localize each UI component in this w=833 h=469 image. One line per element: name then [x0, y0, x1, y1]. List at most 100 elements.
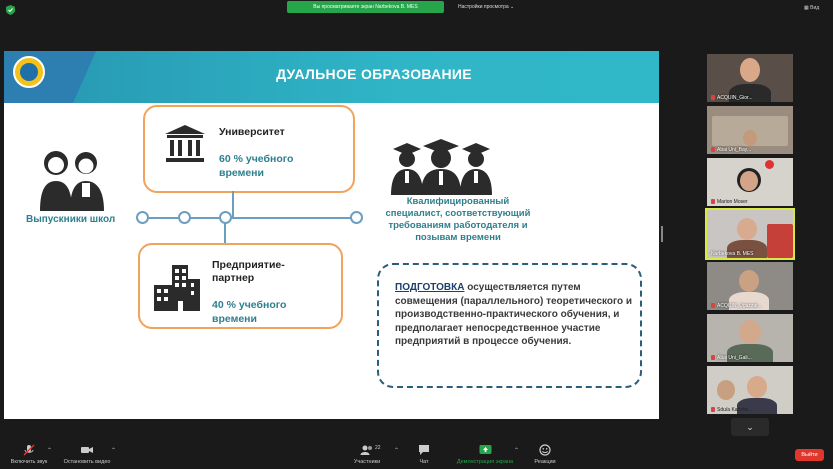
participant-face [740, 58, 760, 82]
video-camera-icon [81, 447, 93, 453]
participant-tile[interactable]: Abai Uni_Gali... [707, 314, 793, 362]
unmute-label: Включить звук [10, 459, 48, 465]
share-screen-icon [479, 445, 491, 454]
factory-buildings-icon [154, 265, 200, 311]
participant-tile[interactable]: ACQUIN_Ugazzat... [707, 262, 793, 310]
smiley-icon [539, 444, 551, 456]
graduates-caps-icon [391, 139, 492, 195]
red-object [765, 160, 774, 169]
preparation-callout: ПОДГОТОВКА осуществляется путем совмещен… [377, 263, 642, 388]
mic-off-icon [23, 444, 35, 456]
enterprise-card: Предприятие- партнер 40 % учебного време… [138, 243, 343, 329]
participant-face [737, 218, 757, 240]
mic-muted-icon [711, 199, 715, 205]
participant-body [727, 240, 767, 258]
participant-tile-active-speaker[interactable]: Narbekova B. MES [705, 208, 795, 260]
view-settings-label: Настройки просмотра [458, 4, 509, 10]
participant-background [767, 224, 793, 258]
stop-video-button[interactable]: Остановить видео [58, 444, 116, 465]
university-share-line1: 60 % учебного [219, 153, 294, 165]
meeting-toolbar: Включить звук ⌃ Остановить видео ⌃ Участ… [0, 440, 833, 469]
specialist-line: требованиям работодателя и [388, 220, 528, 231]
participant-tile[interactable]: ACQUIN_Gior... [707, 54, 793, 102]
participant-name: Sdu/a Kazzhe... [711, 407, 752, 413]
slide-title: ДУАЛЬНОЕ ОБРАЗОВАНИЕ [276, 66, 472, 82]
participant-name: Marion Moser [711, 199, 748, 205]
shield-icon[interactable] [6, 5, 15, 15]
view-mode-label: Вид [810, 5, 820, 11]
participant-face [740, 171, 758, 191]
specialist-line: позывам времени [415, 232, 501, 243]
grid-icon: ▦ [804, 5, 811, 11]
timeline-line [142, 217, 357, 219]
school-graduates-label: Выпускники школ [26, 214, 116, 225]
chat-button[interactable]: Чат [414, 444, 434, 465]
participant-face [739, 320, 761, 344]
university-share-line2: времени [219, 167, 264, 179]
stop-video-label: Остановить видео [63, 459, 111, 465]
university-building-icon [165, 125, 205, 162]
mic-muted-icon [711, 147, 715, 153]
participant-tile[interactable]: Sdu/a Kazzhe... [707, 366, 793, 414]
participant-face [747, 376, 767, 398]
timeline-connector-top [232, 191, 234, 219]
preparation-text: ПОДГОТОВКА осуществляется путем совмещен… [395, 281, 635, 349]
participant-name: Abai Uni_Gali... [711, 355, 752, 361]
timeline-node [219, 211, 232, 224]
participant-body [737, 398, 777, 414]
share-screen-label: Демонстрация экрана [456, 459, 514, 465]
school-graduates-icon [40, 151, 104, 211]
university-card: Университет 60 % учебного времени [143, 105, 355, 193]
timeline-node [350, 211, 363, 224]
chevron-down-icon: ⌄ [510, 4, 515, 10]
reactions-label: Реакции [534, 459, 556, 465]
shared-slide: ДУАЛЬНОЕ ОБРАЗОВАНИЕ Выпускники школ [4, 51, 659, 419]
participant-body [729, 84, 771, 102]
participants-label: Участники [353, 459, 381, 465]
ministry-logo [13, 56, 45, 88]
participant-name: Abai Uni_Bay... [711, 147, 751, 153]
chevron-up-icon[interactable]: ⌃ [47, 448, 53, 454]
reactions-button[interactable]: Реакции [530, 444, 560, 465]
university-title: Университет [219, 126, 285, 138]
top-bar: Вы просматриваете экран Narbekova B. MES… [0, 0, 833, 18]
leave-meeting-button[interactable]: Выйти [795, 449, 824, 461]
specialist-line: специалист, соответствующий [385, 208, 531, 219]
participant-name: ACQUIN_Gior... [711, 95, 753, 101]
participant-name: ACQUIN_Ugazzat... [711, 303, 762, 309]
participant-body [729, 292, 769, 310]
specialist-line: Квалифицированный [406, 196, 510, 207]
chevron-up-icon[interactable]: ⌃ [514, 448, 520, 454]
chat-label: Чат [419, 459, 429, 465]
timeline-node [136, 211, 149, 224]
participants-count: 22 [375, 445, 381, 451]
view-mode-button[interactable]: ▦ Вид [804, 3, 819, 13]
participants-icon [360, 445, 372, 455]
participant-tile[interactable]: Marion Moser [707, 158, 793, 206]
logo-emblem [20, 63, 38, 81]
participant-face [743, 130, 757, 146]
panel-resize-handle[interactable] [661, 226, 663, 242]
chevron-up-icon[interactable]: ⌃ [394, 448, 400, 454]
unmute-button[interactable]: Включить звук [6, 444, 52, 465]
slide-header: ДУАЛЬНОЕ ОБРАЗОВАНИЕ [4, 51, 659, 103]
participant-tile[interactable]: Abai Uni_Bay... [707, 106, 793, 154]
mic-muted-icon [711, 303, 715, 309]
mic-muted-icon [711, 355, 715, 361]
enterprise-title-line1: Предприятие- [212, 259, 285, 271]
enterprise-title-line2: партнер [212, 272, 255, 284]
participant-body [727, 344, 773, 362]
mic-muted-icon [711, 95, 715, 101]
participants-button[interactable]: Участники [349, 444, 385, 465]
mic-muted-icon [711, 407, 715, 413]
timeline-connector-bottom [224, 218, 226, 244]
qualified-specialist-label: Квалифицированный специалист, соответств… [368, 196, 548, 244]
chevron-up-icon[interactable]: ⌃ [111, 448, 117, 454]
enterprise-share-line2: времени [212, 313, 257, 325]
share-screen-button[interactable]: Демонстрация экрана [450, 444, 520, 465]
view-settings-menu[interactable]: Настройки просмотра ⌄ [458, 2, 514, 12]
participant-name: Narbekova B. MES [711, 251, 754, 257]
participant-face [739, 270, 759, 292]
more-participants-button[interactable]: ⌄ [731, 418, 769, 436]
